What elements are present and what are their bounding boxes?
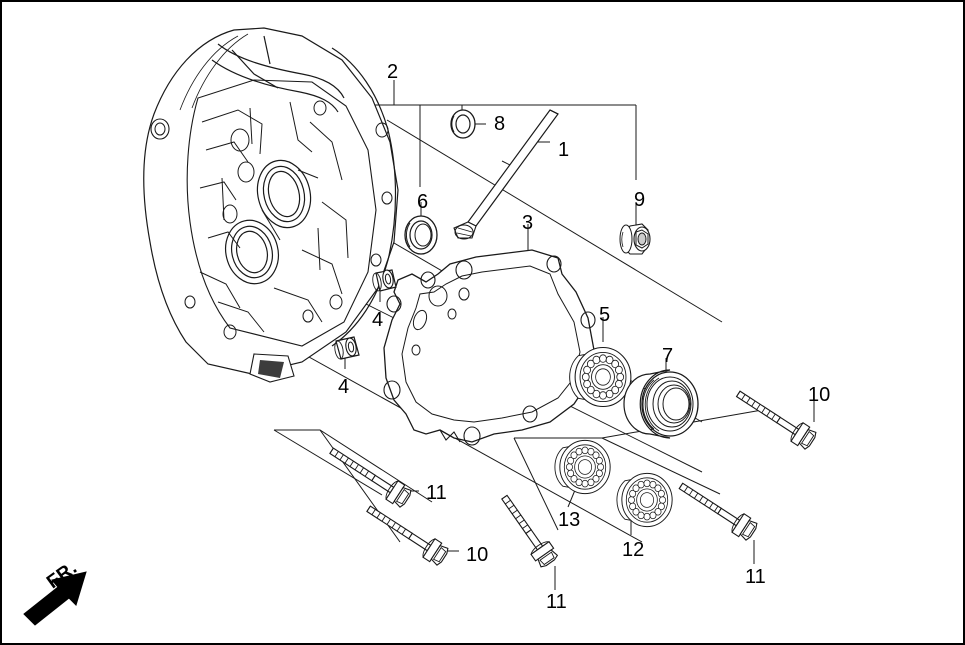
flange-bolt-11-upper — [329, 447, 412, 508]
ball-bearing-5 — [569, 346, 632, 408]
callout-9: 9 — [634, 189, 646, 211]
cover-gasket — [383, 249, 596, 446]
callout-7: 7 — [662, 345, 674, 367]
callout-11-centre: 11 — [546, 591, 567, 613]
callout-12: 12 — [622, 539, 645, 561]
dipstick-tube — [453, 109, 559, 240]
callout-8: 8 — [494, 113, 506, 135]
callout-11-right: 11 — [745, 566, 766, 588]
needle-roller-bearing-7 — [623, 369, 699, 439]
callout-10-right: 10 — [808, 384, 831, 406]
callout-1: 1 — [558, 139, 570, 161]
flange-bolt-10-right — [735, 390, 817, 450]
dowel-pin-4-upper — [372, 269, 397, 292]
front-direction-arrow — [23, 571, 87, 626]
callout-10-lower: 10 — [466, 544, 489, 566]
callout-4-lower: 4 — [338, 376, 350, 398]
flange-bolt-10-lower — [366, 505, 449, 566]
callout-2: 2 — [387, 61, 399, 83]
callout-3: 3 — [522, 212, 534, 234]
flange-bolt-11-right — [678, 482, 758, 541]
callout-6: 6 — [417, 191, 429, 213]
hex-flange-nut-9 — [619, 223, 651, 255]
callout-11-upper: 11 — [426, 482, 447, 504]
flange-bolt-11-centre — [501, 494, 559, 568]
callout-4-upper: 4 — [372, 309, 384, 331]
crankcase-cover-body — [143, 27, 399, 383]
ball-bearing-13 — [554, 439, 611, 495]
o-ring-8 — [450, 109, 476, 139]
oil-seal-6 — [404, 215, 438, 255]
ball-bearing-12 — [616, 472, 673, 528]
callout-13: 13 — [558, 509, 581, 531]
callout-5: 5 — [599, 304, 611, 326]
dowel-pin-4-lower — [334, 336, 360, 360]
